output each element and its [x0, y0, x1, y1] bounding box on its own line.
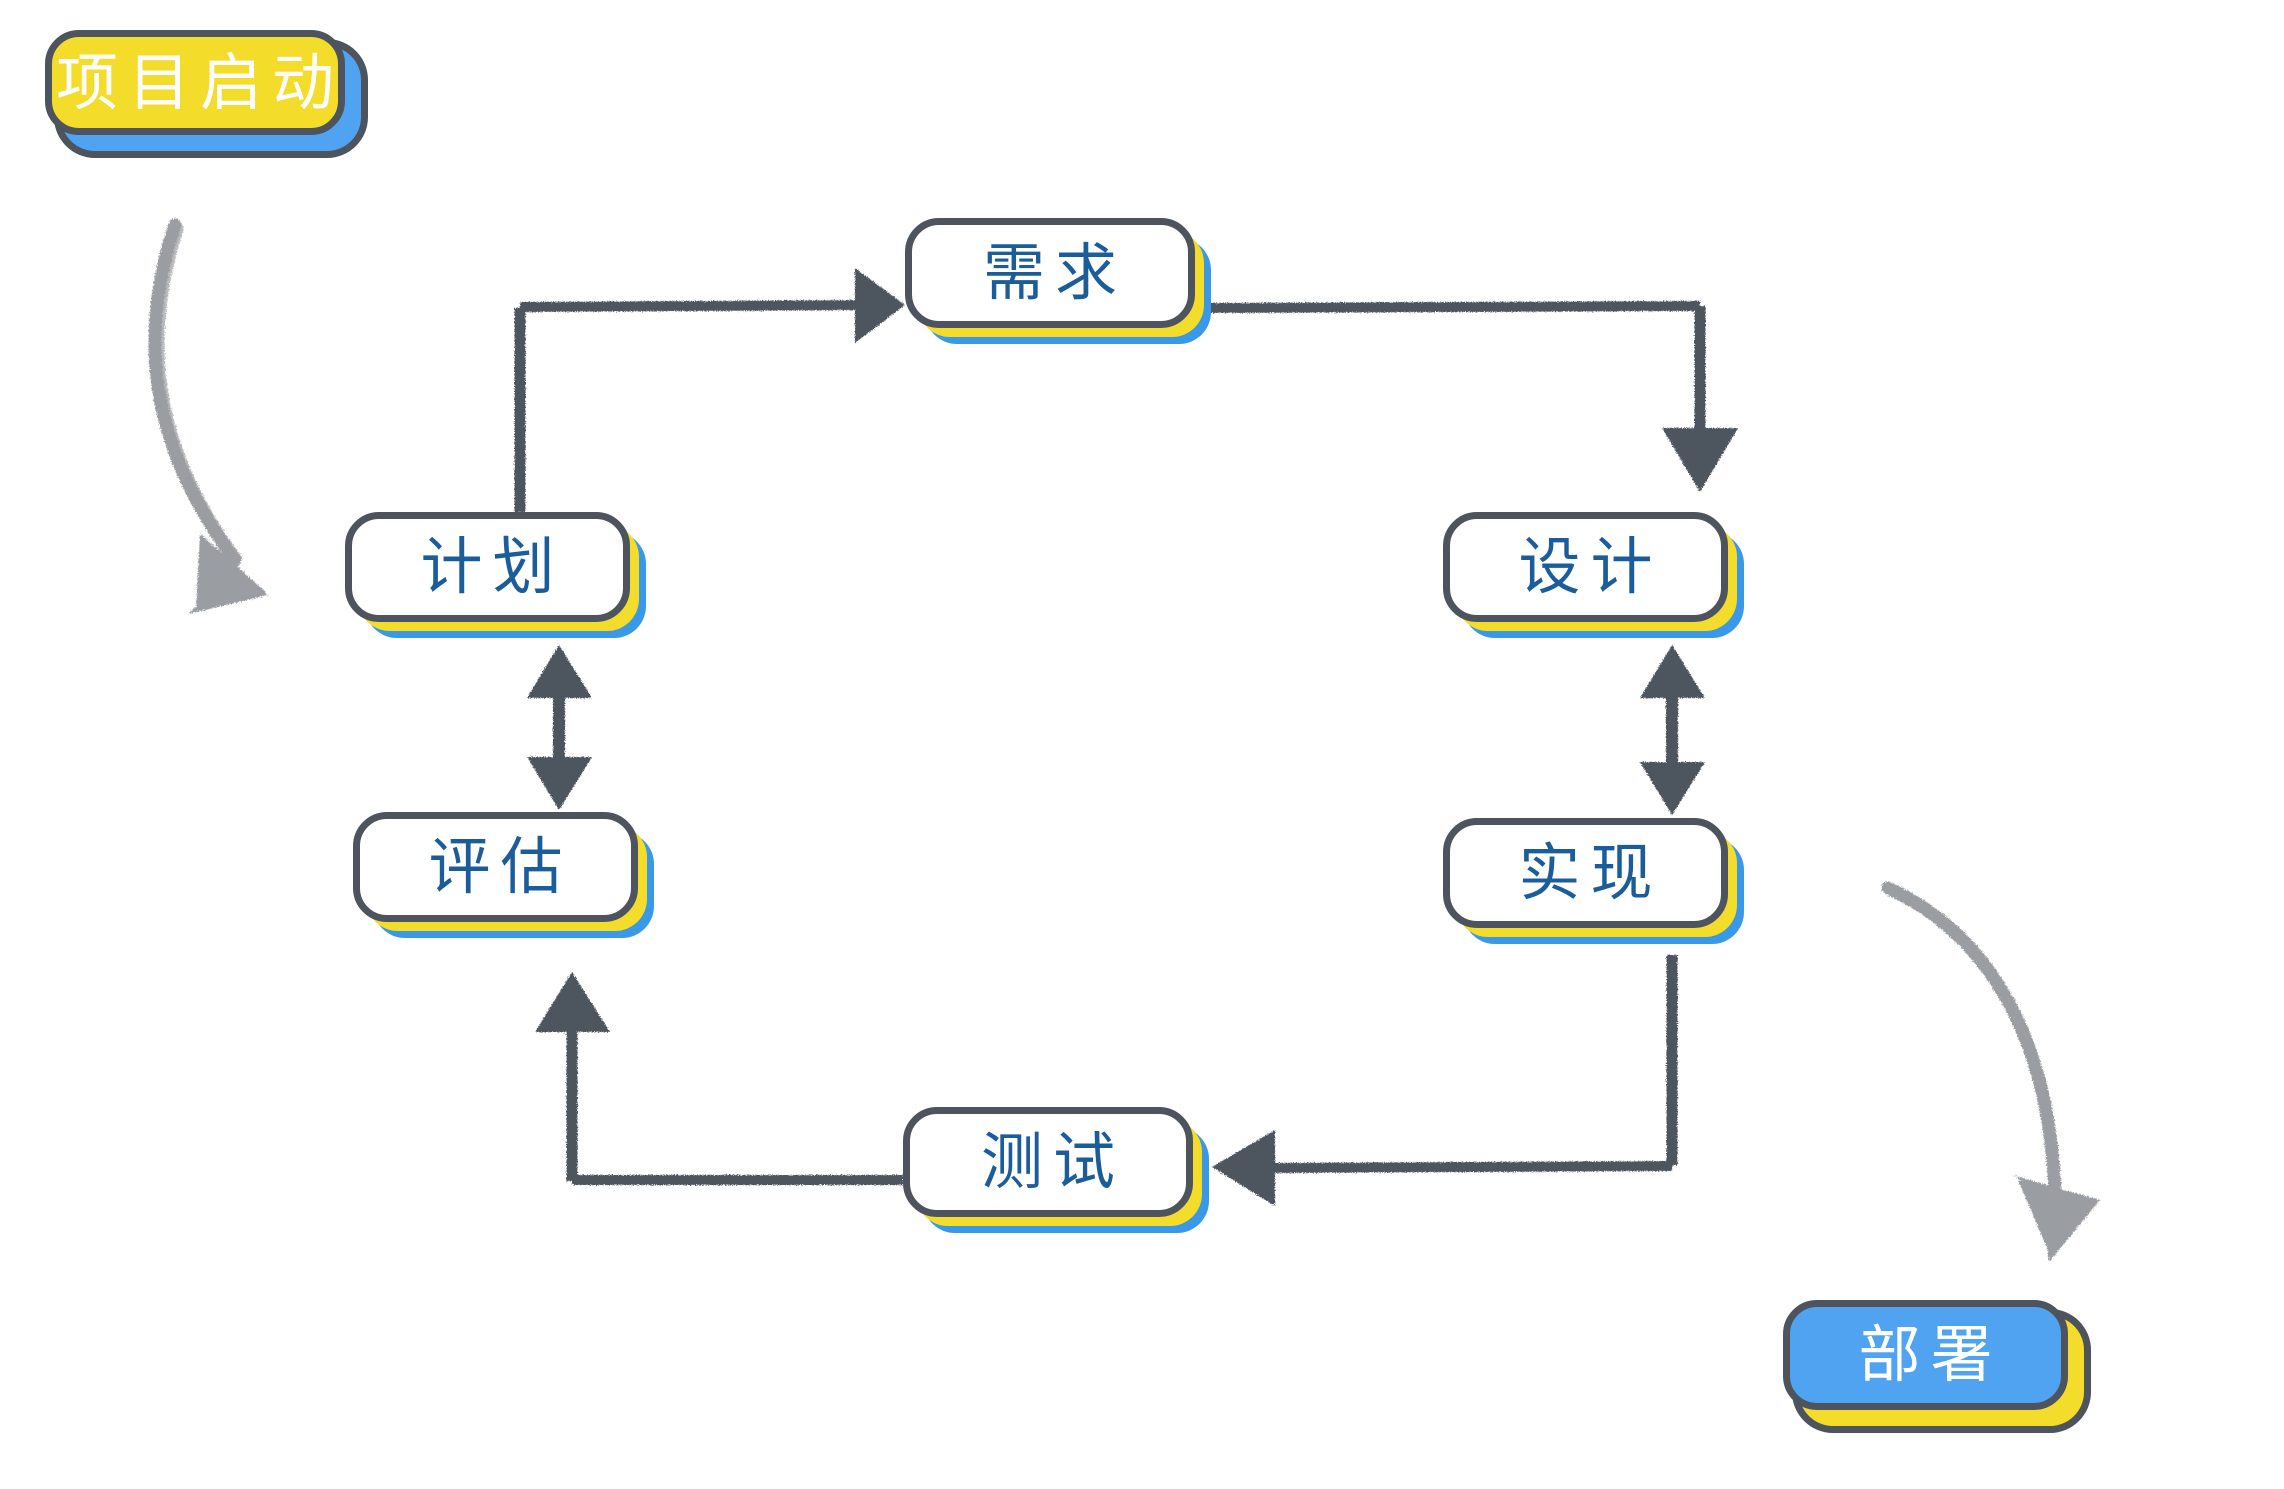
- node-design[interactable]: 设计: [1443, 512, 1728, 622]
- node-evaluate-label: 评估: [428, 830, 573, 903]
- node-requirement[interactable]: 需求: [905, 218, 1195, 328]
- node-plan[interactable]: 计划: [345, 512, 630, 622]
- edge-design-to-implement: [1640, 645, 1705, 815]
- node-start[interactable]: 项目启动: [45, 30, 345, 135]
- node-design-label: 设计: [1518, 530, 1663, 603]
- node-plan-label: 计划: [420, 530, 565, 603]
- edge-implement-to-test: [1212, 955, 1678, 1206]
- node-deploy-label: 部署: [1858, 1318, 2003, 1391]
- edge-test-to-evaluate: [535, 972, 903, 1185]
- edge-evaluate-to-plan: [527, 645, 592, 810]
- node-implement[interactable]: 实现: [1443, 818, 1728, 928]
- node-requirement-label: 需求: [982, 236, 1127, 309]
- node-implement-label: 实现: [1518, 836, 1663, 909]
- node-evaluate[interactable]: 评估: [353, 812, 638, 922]
- node-test-label: 测试: [980, 1125, 1125, 1198]
- edge-start-to-plan: [148, 218, 268, 614]
- node-deploy[interactable]: 部署: [1783, 1300, 2068, 1410]
- node-test[interactable]: 测试: [903, 1107, 1193, 1217]
- node-start-label: 项目启动: [56, 45, 345, 119]
- edge-requirement-to-design: [1207, 301, 1738, 492]
- edge-implement-to-deploy: [1881, 881, 2100, 1262]
- edge-plan-to-requirement: [514, 268, 905, 512]
